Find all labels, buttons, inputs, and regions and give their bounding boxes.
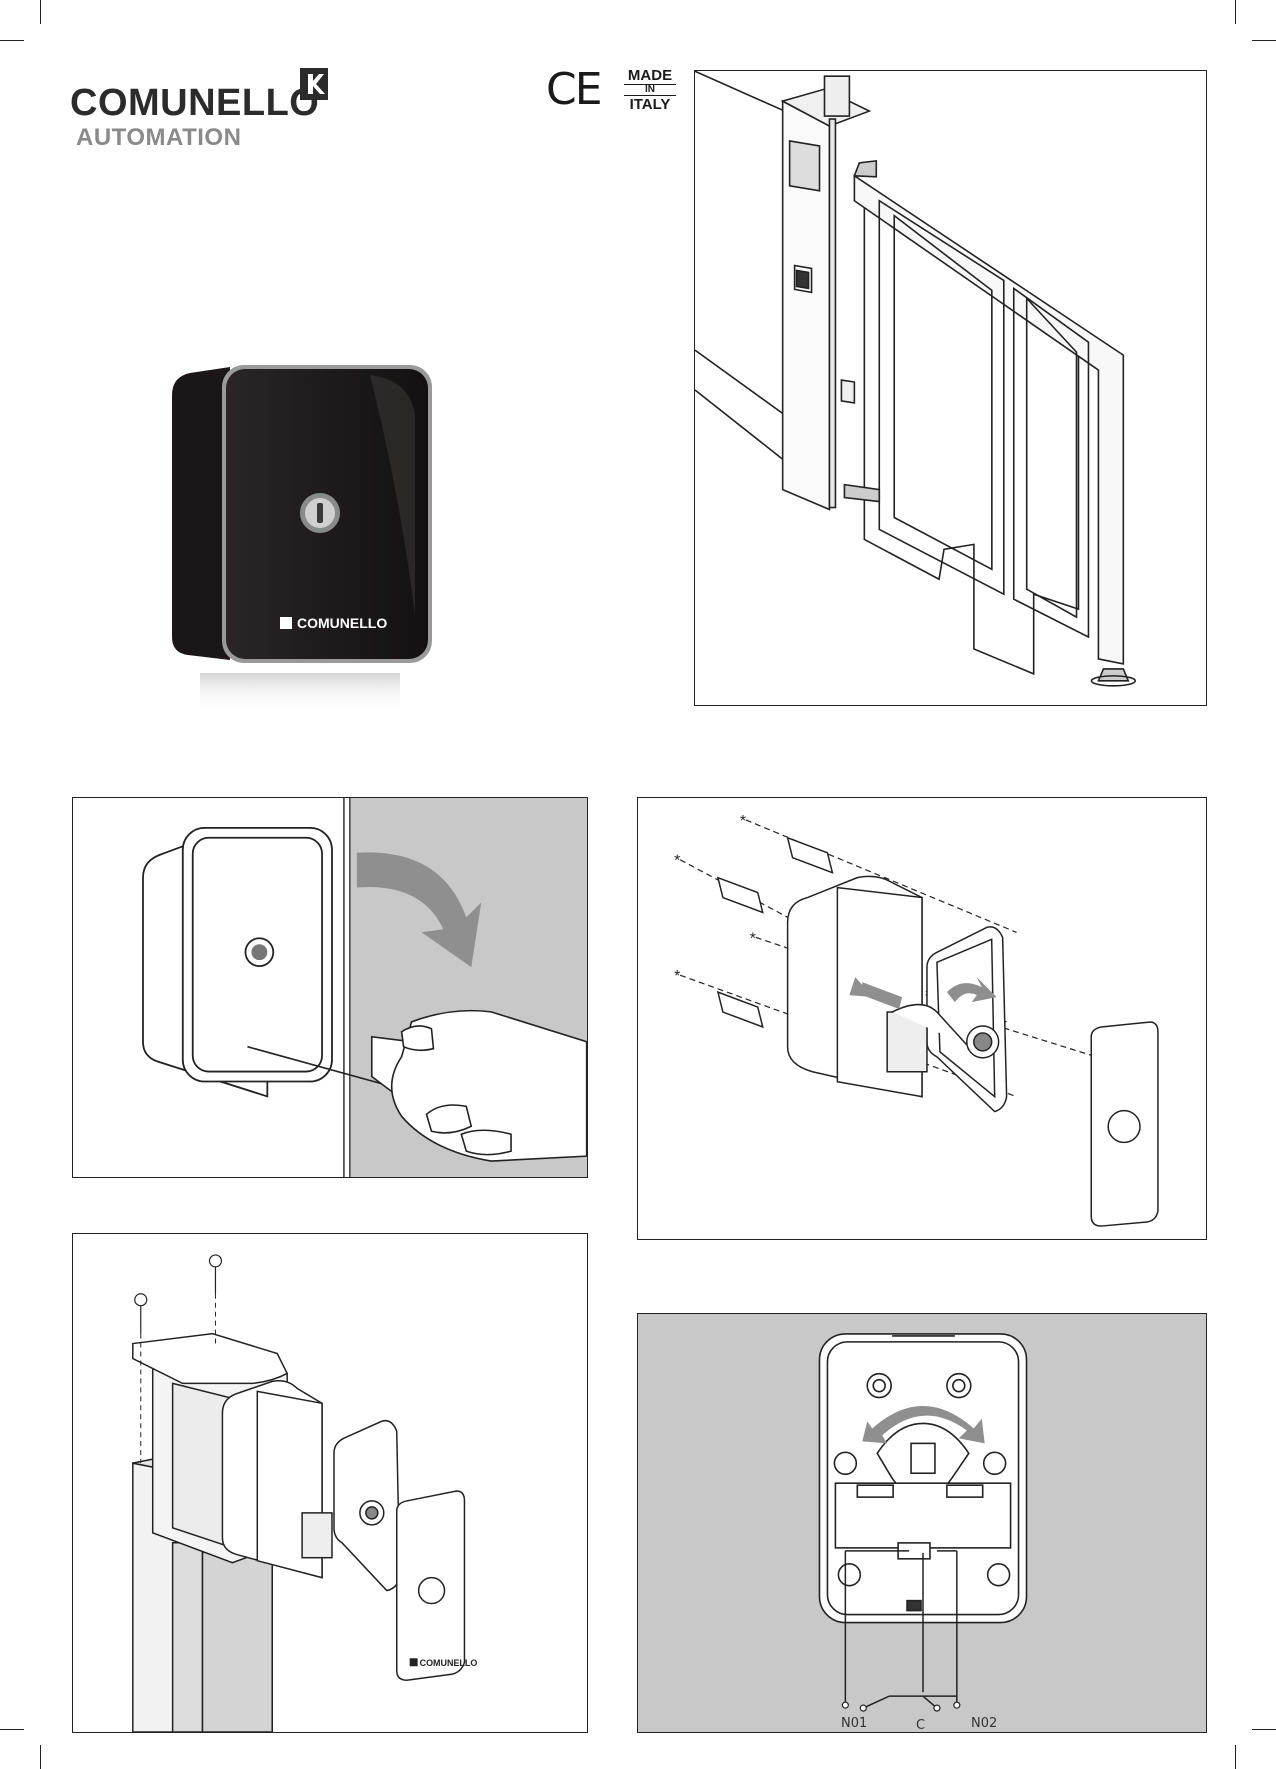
crop-mark — [0, 1729, 24, 1730]
wire-label-no1: N01 — [841, 1716, 867, 1731]
gate-drawing — [695, 71, 1206, 705]
in-label: IN — [624, 84, 676, 96]
crop-mark — [40, 1745, 41, 1769]
brand-sub: AUTOMATION — [76, 124, 241, 152]
made-label: MADE — [624, 68, 676, 83]
wiring-drawing — [638, 1314, 1206, 1732]
crop-mark — [1235, 1745, 1236, 1769]
wall-mounting-figure: * * * * — [637, 797, 1207, 1240]
wiring-diagram-figure: N01 C N02 — [637, 1313, 1207, 1733]
italy-label: ITALY — [624, 97, 676, 112]
product-photo: COMUNELLO — [160, 355, 440, 715]
crop-mark — [1252, 1729, 1276, 1730]
post-mounting-drawing: COMUNELLO — [73, 1234, 587, 1732]
crop-mark — [1235, 0, 1236, 24]
rotate-arrow-icon — [357, 852, 481, 967]
wire-label-no2: N02 — [971, 1716, 997, 1731]
screw-icon: * — [674, 968, 680, 985]
made-in-italy-badge-icon: MADE IN ITALY — [624, 68, 676, 112]
screw-icon: * — [750, 930, 756, 947]
crop-mark — [40, 0, 41, 24]
cover-logo: COMUNELLO — [420, 1658, 478, 1668]
opening-drawing — [73, 798, 587, 1177]
brand-name: COMUNELLO — [70, 82, 319, 125]
crop-mark — [0, 40, 24, 41]
comunello-logo-icon — [300, 68, 328, 108]
crop-mark — [1252, 40, 1276, 41]
gate-installation-figure — [694, 70, 1207, 706]
opening-cover-figure — [72, 797, 588, 1178]
screw-icon: * — [740, 813, 746, 830]
post-mounting-figure: COMUNELLO — [72, 1233, 588, 1733]
device-logo: COMUNELLO — [297, 615, 387, 631]
screw-icon: * — [674, 853, 680, 870]
wire-label-common: C — [916, 1718, 925, 1733]
ce-mark-icon: CE — [546, 64, 601, 115]
wall-mounting-drawing: * * * * — [638, 798, 1206, 1239]
